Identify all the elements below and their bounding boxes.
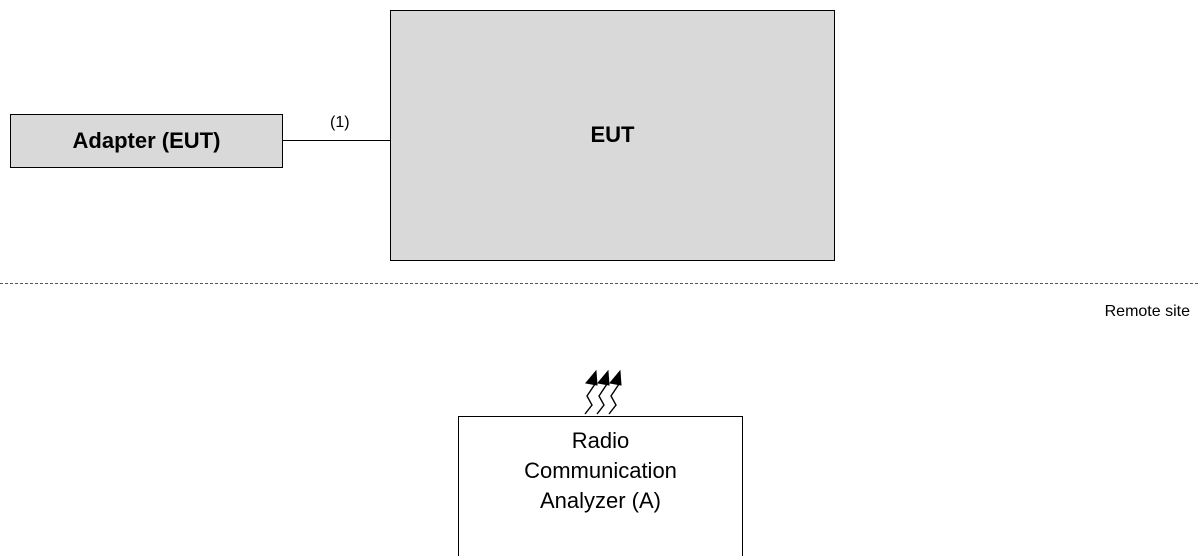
remote-site-label: Remote site <box>1104 303 1190 320</box>
connection-line <box>283 140 390 141</box>
remote-site-boundary <box>0 283 1198 284</box>
eut-label: EUT <box>590 121 635 147</box>
radio-wave-icon <box>584 369 622 415</box>
adapter-label: Adapter (EUT) <box>72 128 221 153</box>
analyzer-label: Radio Communication Analyzer (A) <box>524 428 677 513</box>
adapter-box: Adapter (EUT) <box>10 114 283 168</box>
connection-label: (1) <box>330 114 350 131</box>
analyzer-box: Radio Communication Analyzer (A) <box>458 416 743 556</box>
eut-box: EUT <box>390 10 835 261</box>
